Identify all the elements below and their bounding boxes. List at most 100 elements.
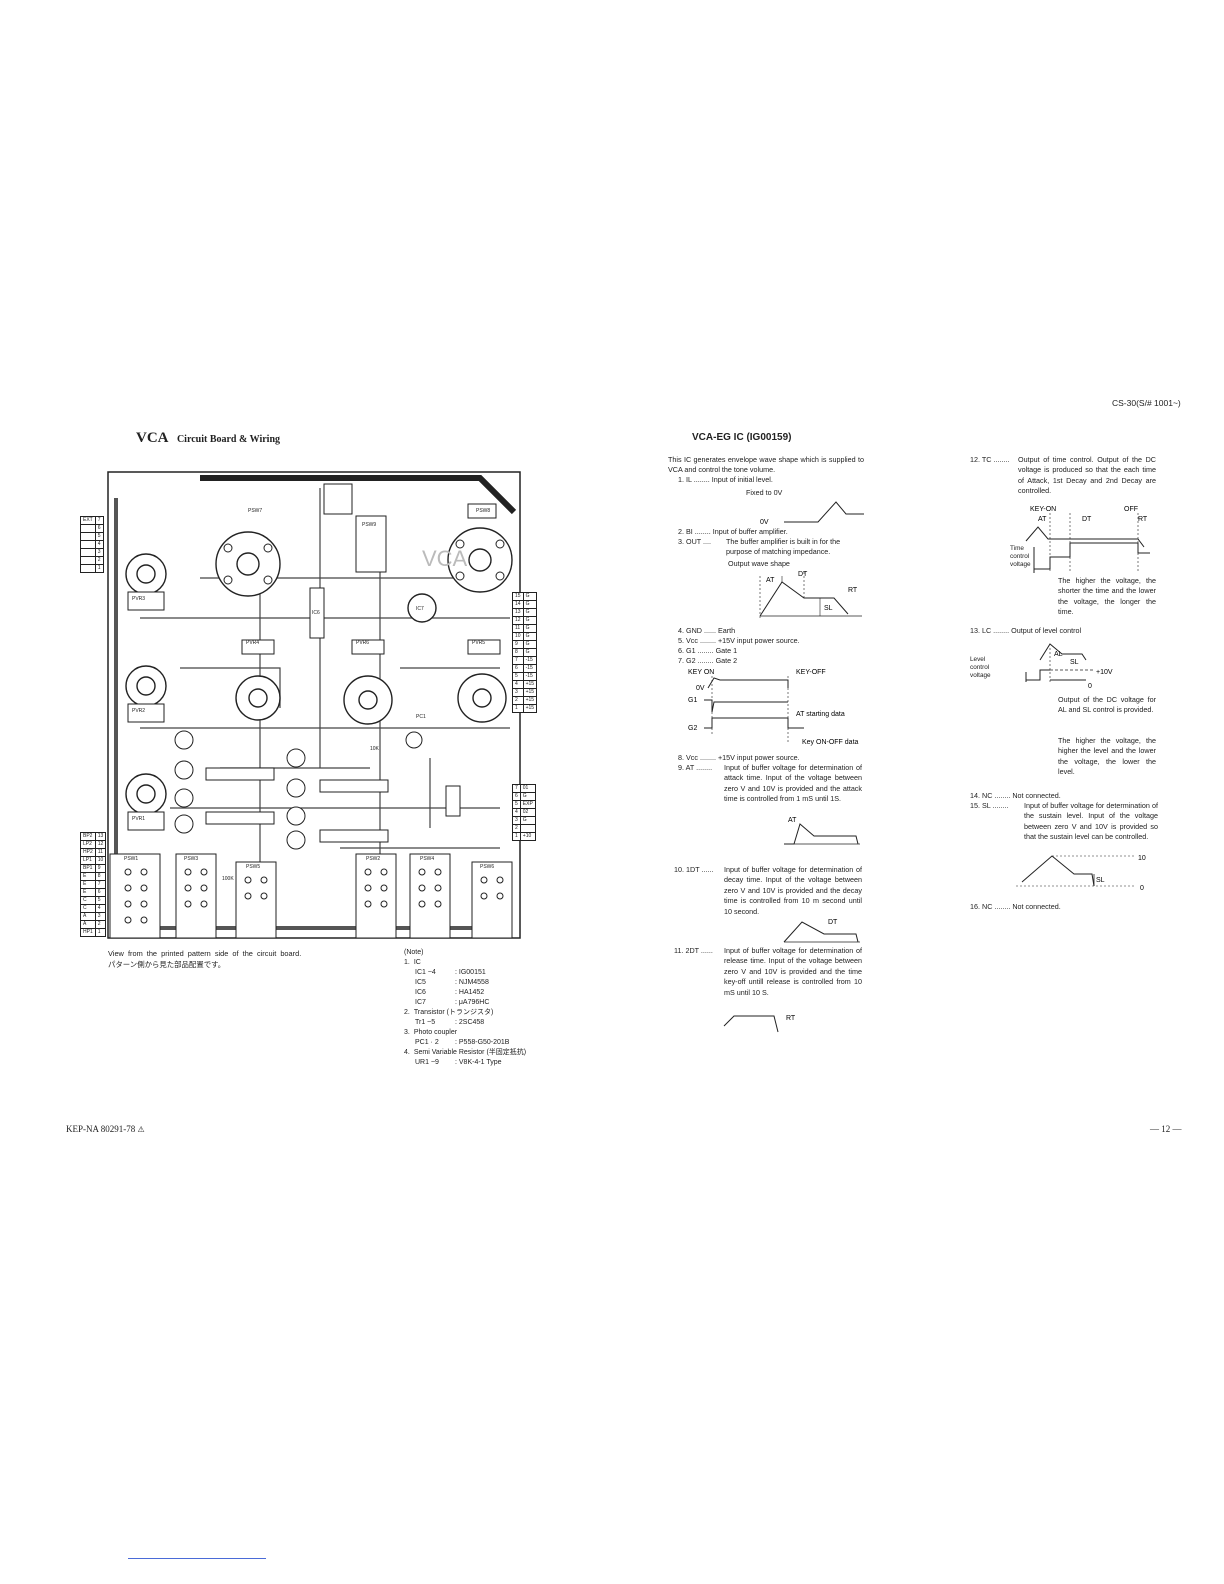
pin-num: 2 bbox=[94, 920, 107, 929]
pin-name: +15 bbox=[522, 696, 538, 705]
pin-num: 14 bbox=[512, 600, 524, 609]
pin-num: 3 bbox=[512, 816, 521, 825]
pin-name: E bbox=[80, 880, 96, 889]
pin-12-wave: KEY-ON OFF AT DT RT bbox=[1025, 506, 1150, 573]
pin-7: 7. G2 ........ Gate 2 bbox=[678, 656, 738, 665]
pin-name bbox=[519, 824, 536, 833]
pin-num: 9 bbox=[94, 864, 107, 873]
connector-pin: 2+15 bbox=[512, 696, 538, 705]
ic-title: VCA-EG IC (IG00159) bbox=[692, 432, 792, 443]
pin-num: 3 bbox=[94, 912, 107, 921]
pin-num: 1 bbox=[512, 832, 521, 841]
note-row: Tr1 ~5: 2SC458 bbox=[415, 1019, 485, 1026]
pin-15-wave: 10 0 SL bbox=[1016, 855, 1146, 892]
pin-1-ov: 0V bbox=[760, 519, 769, 526]
pin-13-10v: +10V bbox=[1096, 669, 1113, 676]
pin-9-wave-label: AT bbox=[788, 817, 797, 824]
pin-name bbox=[80, 532, 96, 541]
pin-12-dt: DT bbox=[1082, 516, 1092, 523]
pin-name: E bbox=[80, 888, 96, 897]
pin-name: +10 bbox=[519, 832, 536, 841]
pin-num: 1 bbox=[94, 928, 107, 937]
connector-pin: 1+15 bbox=[512, 704, 538, 713]
pin-num: 9 bbox=[512, 640, 524, 649]
pin-num: 6 bbox=[512, 792, 521, 801]
pin-num: 8 bbox=[94, 872, 107, 881]
pin-name: G bbox=[522, 600, 538, 609]
left-title-sub: Circuit Board & Wiring bbox=[176, 434, 281, 445]
label-pvr5: PVR5 bbox=[472, 640, 485, 646]
pin-9: 9. AT ........ bbox=[678, 763, 713, 772]
label-psw3: PSW3 bbox=[184, 856, 198, 862]
label-pvr4: PVR4 bbox=[246, 640, 259, 646]
pin-name: HP1 bbox=[80, 928, 96, 937]
left-title-main: VCA bbox=[136, 430, 169, 446]
pin-num: 4 bbox=[512, 680, 524, 689]
pin-num: 1 bbox=[512, 704, 524, 713]
pin-9-desc: Input of buffer voltage for determinatio… bbox=[724, 763, 862, 804]
pin-14: 14. NC ........ Not connected. bbox=[970, 791, 1061, 800]
pin-15: 15. SL ........ bbox=[970, 801, 1009, 810]
pin-num: 12 bbox=[512, 616, 524, 625]
pin-name: 02 bbox=[519, 808, 536, 817]
pin-name: 01 bbox=[519, 784, 536, 793]
pin-5: 5. Vcc ........ +15V input power source. bbox=[678, 636, 800, 645]
pin-num: 3 bbox=[512, 688, 524, 697]
pin-name: G bbox=[522, 648, 538, 657]
bottom-rule bbox=[128, 1558, 266, 1559]
footer-code: KEP-NA 80291-78 ⚠ bbox=[66, 1124, 145, 1134]
pin-13-zero: 0 bbox=[1088, 683, 1092, 690]
pin-10-desc: Input of buffer voltage for determinatio… bbox=[724, 865, 862, 916]
pin-num: 7 bbox=[94, 880, 107, 889]
pin-15-ten: 10 bbox=[1138, 855, 1146, 862]
pin-1-wave-label: Fixed to 0V bbox=[746, 488, 783, 497]
note-item: 4.Semi Variable Resistor (半固定抵抗) bbox=[404, 1049, 527, 1056]
pin-name: C bbox=[80, 904, 96, 913]
connector-pin: 5-15 bbox=[512, 672, 538, 681]
label-psw9: PSW9 bbox=[362, 522, 376, 528]
pin-num: 10 bbox=[512, 632, 524, 641]
label-psw5: PSW5 bbox=[246, 864, 260, 870]
pin-3-at: AT bbox=[766, 577, 775, 584]
pin-name: C bbox=[80, 896, 96, 905]
pin-num: 2 bbox=[94, 556, 104, 565]
pin-3-desc: The buffer amplifier is built in for the… bbox=[726, 537, 841, 557]
pin-12-note: The higher the voltage, the shorter the … bbox=[1058, 576, 1156, 617]
note-row: IC6: HA1452 bbox=[415, 989, 485, 996]
pin-name: +15 bbox=[522, 688, 538, 697]
pin-num: 1 bbox=[94, 564, 104, 573]
board-drawing: VCA VR8 PSW7 PSW8 PSW9 PVR4 PVR5 PVR6 PV… bbox=[107, 471, 521, 939]
label-pvr3: PVR3 bbox=[132, 596, 145, 602]
pin-12-off: OFF bbox=[1124, 506, 1138, 513]
label-10k: 10K bbox=[370, 746, 380, 752]
pin-12-desc: Output of time control. Output of the DC… bbox=[1018, 455, 1156, 496]
pin-12-at: AT bbox=[1038, 516, 1047, 523]
pin-11-desc: Input of buffer voltage for determinatio… bbox=[724, 946, 862, 997]
pin-num: 11 bbox=[94, 848, 107, 857]
pin-name: -15 bbox=[522, 672, 538, 681]
gate-at-data: AT starting data bbox=[796, 711, 845, 718]
pin-3-sl: SL bbox=[824, 605, 833, 612]
note-row: IC5: NJM4558 bbox=[415, 979, 489, 986]
pin-num: 7 bbox=[94, 516, 104, 525]
pin-11-wave: RT bbox=[723, 1015, 796, 1033]
connector-pin: 1 bbox=[80, 564, 104, 573]
gate-key-data: Key ON-OFF data bbox=[802, 739, 859, 746]
board-caption-en: View from the printed pattern side of th… bbox=[108, 949, 302, 958]
label-100k: 100K bbox=[222, 876, 234, 882]
pin-name: G bbox=[522, 632, 538, 641]
pin-13-wave: AL SL +10V 0 bbox=[1025, 643, 1113, 690]
gate-g1: G1 bbox=[688, 697, 697, 704]
pin-13-al: AL bbox=[1054, 651, 1063, 658]
connector-pin: 5 bbox=[80, 532, 104, 541]
